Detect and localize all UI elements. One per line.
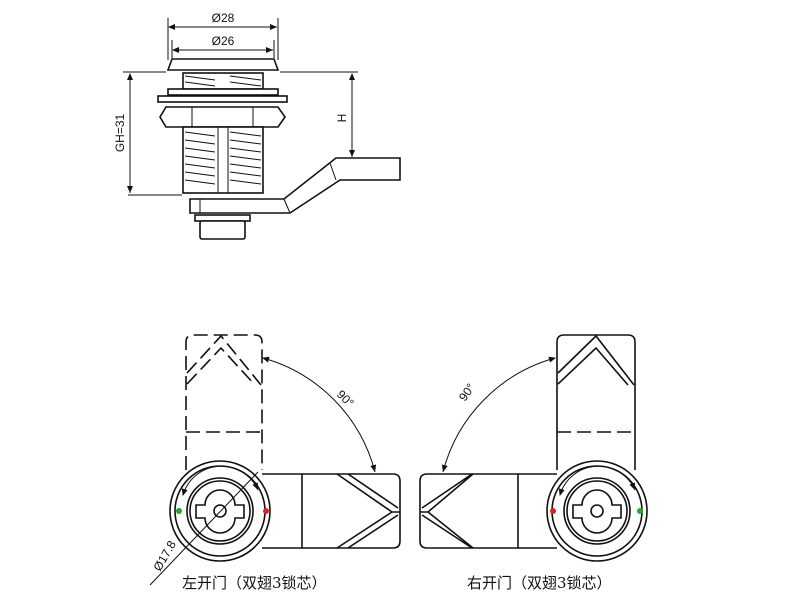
- indicator-green: [637, 508, 643, 514]
- upper-body: [182, 72, 264, 90]
- side-view: Ø28 Ø26 GH=31 H: [113, 11, 401, 240]
- hex-nut: [159, 106, 286, 128]
- dim-inner-label: Ø26: [212, 34, 235, 48]
- center-hole: [213, 504, 227, 518]
- dim-outer-label: Ø28: [212, 11, 235, 25]
- lock-face-ring: [189, 480, 251, 542]
- rotated-cam-outline: [185, 334, 263, 470]
- left-door-view: Ø17.8 90° 左开门（双翅3锁芯）: [149, 334, 401, 592]
- indicator-green: [176, 508, 182, 514]
- cam-edge: [329, 162, 337, 181]
- angle-arc: [262, 356, 377, 473]
- cam-chevron: [420, 473, 474, 549]
- lock-face-outer: [169, 460, 271, 562]
- lower-core: [199, 220, 246, 240]
- right-caption: 右开门（双翅3锁芯）: [467, 574, 612, 592]
- cam-chevron: [336, 473, 400, 549]
- dim-h-label: H: [335, 114, 349, 123]
- threaded-body: [182, 126, 264, 194]
- angle-label: 90°: [456, 381, 478, 404]
- lock-face-ring: [563, 477, 631, 545]
- cam-outline: [262, 473, 401, 549]
- right-door-view: 90° 右开门（双翅3锁芯）: [419, 334, 648, 592]
- indicator-red: [550, 508, 556, 514]
- center-hole: [590, 504, 604, 518]
- left-caption: 左开门（双翅3锁芯）: [182, 574, 327, 592]
- lock-face-outer: [546, 460, 648, 562]
- lower-core-ring: [194, 214, 251, 222]
- angle-label: 90°: [334, 387, 357, 410]
- flange: [166, 58, 280, 71]
- cam-arm: [189, 157, 401, 214]
- indicator-red: [263, 508, 269, 514]
- thread-lines: [184, 75, 262, 193]
- lock-face-ring: [566, 480, 628, 542]
- rotated-cam-chevron: [557, 334, 635, 386]
- angle-arc: [441, 356, 556, 473]
- diameter-label: Ø17.8: [150, 538, 179, 574]
- washer: [157, 95, 288, 103]
- diameter-line: [149, 471, 259, 586]
- dim-gh-label: GH=31: [113, 113, 127, 152]
- cam-outline: [419, 473, 557, 549]
- lock-face-ring: [186, 477, 254, 545]
- cam-edge: [283, 198, 291, 214]
- rotation-arrow: [558, 465, 636, 496]
- rotated-cam-outline: [556, 334, 636, 470]
- washer: [167, 88, 279, 96]
- rotated-cam-chevron: [186, 334, 262, 386]
